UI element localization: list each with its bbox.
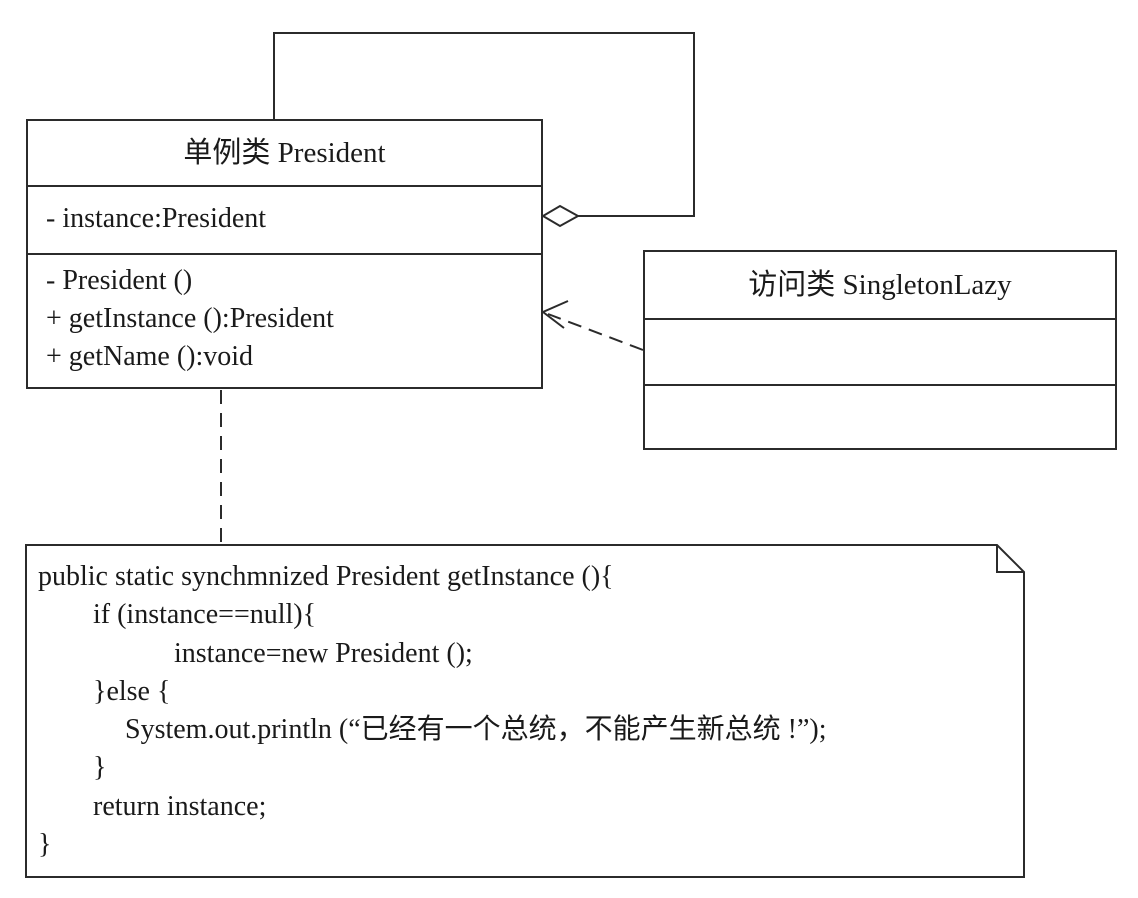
president-class: 单例类 President - instance:President - Pre… xyxy=(26,119,543,389)
aggregation-diamond-icon xyxy=(541,204,581,228)
code-line-1: public static synchmnized President getI… xyxy=(38,561,614,592)
code-line-7: return instance; xyxy=(93,790,267,822)
code-line-2: if (instance==null){ xyxy=(93,599,317,631)
president-class-name: 单例类 President xyxy=(28,121,541,187)
singleton-lazy-class: 访问类 SingletonLazy xyxy=(643,250,1117,450)
operation-get-name: + getName ():void xyxy=(46,341,254,372)
code-line-4: }else { xyxy=(93,675,171,707)
note-fold-icon xyxy=(996,545,1024,573)
operation-constructor: - President () xyxy=(46,265,193,296)
president-class-attributes: - instance:President xyxy=(28,187,541,255)
code-line-5: System.out.println (“已经有一个总统，不能产生新总统 !”)… xyxy=(125,714,827,746)
code-line-6: } xyxy=(93,752,107,784)
singleton-lazy-class-name: 访问类 SingletonLazy xyxy=(645,252,1115,320)
code-line-8: } xyxy=(38,829,52,861)
note-shape xyxy=(25,544,1025,878)
singleton-lazy-operations xyxy=(645,386,1115,448)
code-note: public static synchmnized President getI… xyxy=(38,558,1018,864)
dependency-line xyxy=(547,313,644,351)
president-class-operations: - President () + getInstance ():Presiden… xyxy=(28,255,541,376)
singleton-lazy-attributes xyxy=(645,320,1115,386)
attribute-instance: - instance:President xyxy=(46,203,267,234)
dependency-arrowhead-icon xyxy=(541,300,569,329)
self-aggregation-line xyxy=(273,32,695,217)
code-line-3: instance=new President (); xyxy=(174,637,473,669)
operation-get-instance: + getInstance ():President xyxy=(46,303,334,334)
